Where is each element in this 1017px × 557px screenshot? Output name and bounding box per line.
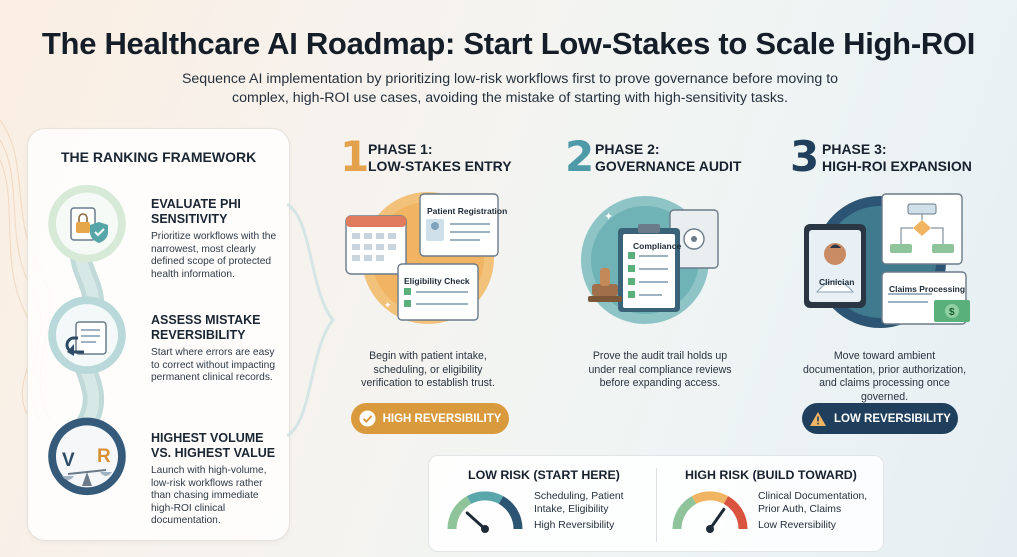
high-risk-line: Low Reversibility (758, 520, 836, 531)
phase-2-illustration: ✦ (581, 196, 719, 324)
framework-item-body: Launch with high-volume, low-risk workfl… (151, 465, 267, 526)
phase-title-line: PHASE 2: (595, 141, 660, 157)
phase-1-title: PHASE 1: LOW-STAKES ENTRY (368, 141, 512, 175)
value-letter-v: V (62, 450, 75, 471)
phase-3-number: 3 (790, 132, 820, 181)
patient-registration-card-label: Patient Registration (427, 206, 508, 216)
phase-title-line: HIGH-ROI EXPANSION (822, 158, 972, 174)
framework-item-heading: HIGHEST VOLUME VS. HIGHEST VALUE (151, 431, 276, 460)
low-risk-text: Scheduling, Patient Intake, Eligibility … (534, 490, 624, 532)
compliance-card-label: Compliance (633, 241, 682, 251)
phase-1-number: 1 (340, 132, 370, 181)
low-risk-line: Intake, Eligibility (534, 504, 609, 515)
framework-item-body: Prioritize workflows with the narrowest,… (151, 231, 277, 280)
phase-1-description: Begin with patient intake, scheduling, o… (361, 350, 495, 389)
framework-title: THE RANKING FRAMEWORK (61, 149, 257, 165)
value-letter-r: R (97, 446, 111, 467)
high-risk-heading: HIGH RISK (BUILD TOWARD) (685, 468, 857, 482)
phase-1-illustration: ✦ ✦ (345, 192, 499, 324)
svg-text:✦: ✦ (472, 194, 480, 205)
warning-icon (810, 411, 827, 426)
phase-title-line: GOVERNANCE AUDIT (595, 158, 742, 174)
badge-label: HIGH REVERSIBILITY (382, 412, 502, 425)
framework-item-heading: EVALUATE PHI SENSITIVITY (151, 197, 241, 226)
page-subtitle: Sequence AI implementation by prioritizi… (181, 71, 839, 106)
high-risk-text: Clinical Documentation, Prior Auth, Clai… (758, 490, 867, 532)
framework-item-body: Start where errors are easy to correct w… (151, 347, 276, 383)
claims-processing-card-label: Claims Processing (889, 284, 966, 294)
phase-2-description: Prove the audit trail holds up under rea… (588, 350, 732, 389)
high-risk-line: Clinical Documentation, (758, 491, 868, 502)
eligibility-check-card-label: Eligibility Check (404, 276, 470, 286)
framework-item-volume-value: HIGHEST VOLUME VS. HIGHEST VALUE Launch … (151, 431, 281, 528)
page-title: The Healthcare AI Roadmap: Start Low-Sta… (41, 26, 976, 61)
low-risk-gauge (447, 491, 523, 533)
undo-document-icon (65, 321, 107, 356)
risk-divider (656, 468, 657, 542)
phase-title-line: PHASE 1: (368, 141, 433, 157)
badge-label: LOW REVERSIBILITY (834, 412, 951, 425)
high-risk-gauge (672, 491, 748, 533)
low-reversibility-badge: LOW REVERSIBILITY (802, 403, 958, 434)
phi-lock-shield-icon (70, 207, 108, 243)
check-circle-icon (359, 410, 376, 427)
high-reversibility-badge: HIGH REVERSIBILITY (351, 403, 509, 434)
phase-3-description: Move toward ambient documentation, prior… (802, 350, 967, 403)
high-risk-line: Prior Auth, Claims (758, 504, 842, 515)
svg-text:✦: ✦ (604, 211, 613, 223)
svg-text:✦: ✦ (384, 300, 392, 310)
phase-title-line: PHASE 3: (822, 141, 887, 157)
low-risk-line: Scheduling, Patient (534, 491, 624, 502)
low-risk-line: High Reversibility (534, 520, 615, 531)
phase-title-line: LOW-STAKES ENTRY (368, 158, 512, 174)
bracket-connector (286, 202, 335, 438)
svg-text:$: $ (949, 307, 955, 318)
phase-3-title: PHASE 3: HIGH-ROI EXPANSION (822, 141, 972, 175)
phase-2-title: PHASE 2: GOVERNANCE AUDIT (595, 141, 742, 175)
clinician-label: Clinician (819, 277, 855, 287)
framework-item-heading: ASSESS MISTAKE REVERSIBILITY (151, 313, 261, 342)
framework-item-reversibility: ASSESS MISTAKE REVERSIBILITY Start where… (151, 313, 281, 385)
low-risk-heading: LOW RISK (START HERE) (468, 468, 620, 482)
value-balance-icon (62, 469, 112, 486)
phase-2-number: 2 (565, 132, 595, 181)
framework-item-phi: EVALUATE PHI SENSITIVITY Prioritize work… (151, 197, 281, 281)
phase-3-illustration: $ (804, 193, 970, 328)
